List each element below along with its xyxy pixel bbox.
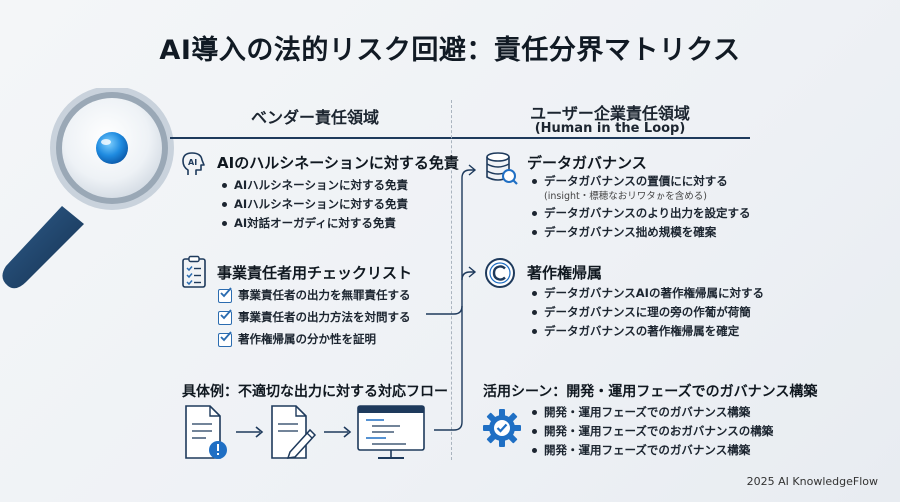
ai-head-icon: AI <box>182 152 205 175</box>
column-divider <box>451 100 452 460</box>
user-column-heading: ユーザー企業責任領域 <box>530 104 690 123</box>
footer-credit: 2025 AI KnowledgeFlow <box>746 475 878 488</box>
list-item: 開発・運用フェーズでのおガバナンスの構築 <box>532 422 773 441</box>
checklist-item: 事業責任者の出力を無罪責任する <box>218 284 411 306</box>
user-section1-list-cont: データガバナンスのより出力を設定する データガバナンス拙め規模を確案 <box>532 204 751 242</box>
document-alert-icon <box>185 405 227 459</box>
checklist-icon <box>182 255 206 288</box>
vendor-column-heading: ベンダー責任領域 <box>250 108 379 127</box>
page-title: AI導入の法的リスク回避：責任分界マトリクス <box>159 35 741 66</box>
ai-icon-label: AI <box>188 158 197 167</box>
list-item: データガバナンスの置價にに対する <box>532 172 728 191</box>
database-icon <box>486 152 518 185</box>
list-item: 開発・運用フェーズでのガバナンス構築 <box>532 403 773 422</box>
response-flow <box>185 405 425 459</box>
monitor-code-icon <box>357 405 425 459</box>
gear-check-icon <box>483 409 521 447</box>
checklist-item: 事業責任者の出力方法を対問する <box>218 306 411 328</box>
user-section2-list: データガバナンスAIの著作権帰属に対する データガバナンスに理の旁の作葡が荷簡 … <box>532 284 764 341</box>
header-rule <box>170 137 750 139</box>
list-item: データガバナンス拙め規模を確案 <box>532 223 751 242</box>
document-edit-icon <box>271 405 317 459</box>
checklist: 事業責任者の出力を無罪責任する 事業責任者の出力方法を対問する 著作権帰属の分か… <box>218 284 411 350</box>
list-item: AIハルシネーションに対する免責 <box>222 176 408 195</box>
checkbox-checked-icon <box>218 309 232 325</box>
list-item: データガバナンスAIの著作権帰属に対する <box>532 284 764 303</box>
flow-title: 具体例：不適切な出力に対する対応フロー <box>182 384 448 400</box>
user-section1-note: (insight・標穂なおリワタゕを含める) <box>544 191 707 202</box>
copyright-icon <box>485 258 515 288</box>
arrow-right-icon <box>324 426 352 438</box>
list-item: データガバナンスに理の旁の作葡が荷簡 <box>532 303 764 322</box>
checkbox-checked-icon <box>218 331 232 347</box>
checklist-item: 著作権帰属の分か性を証明 <box>218 328 411 350</box>
magnifying-glass-icon <box>2 88 174 289</box>
list-item: データガバナンスのより出力を設定する <box>532 204 751 223</box>
list-item: AI対話オーガディに対する免責 <box>222 214 408 233</box>
user-section1-list: データガバナンスの置價にに対する <box>532 172 728 191</box>
user-section3-list: 開発・運用フェーズでのガバナンス構築 開発・運用フェーズでのおガバナンスの構築 … <box>532 403 773 460</box>
arrow-right-icon <box>236 426 264 438</box>
user-section3-title: 活用シーン：開発・運用フェーズでのガバナンス構築 <box>483 384 818 400</box>
list-item: 開発・運用フェーズでのガバナンス構築 <box>532 441 773 460</box>
user-column-subheading: (Human in the Loop) <box>534 121 686 136</box>
user-section1-title: データガバナンス <box>527 154 647 172</box>
vendor-section2-title: 事業責任者用チェックリスト <box>217 264 413 282</box>
connector-lines <box>426 164 477 431</box>
vendor-section1-title: AIのハルシネーションに対する免責 <box>217 154 459 172</box>
checkbox-checked-icon <box>218 287 232 303</box>
user-section2-title: 著作権帰属 <box>527 264 603 282</box>
vendor-section1-list: AIハルシネーションに対する免責 AIハルシネーションに対する免責 AI対話オー… <box>222 176 408 233</box>
list-item: AIハルシネーションに対する免責 <box>222 195 408 214</box>
list-item: データガバナンスの著作権帰属を確定 <box>532 322 764 341</box>
